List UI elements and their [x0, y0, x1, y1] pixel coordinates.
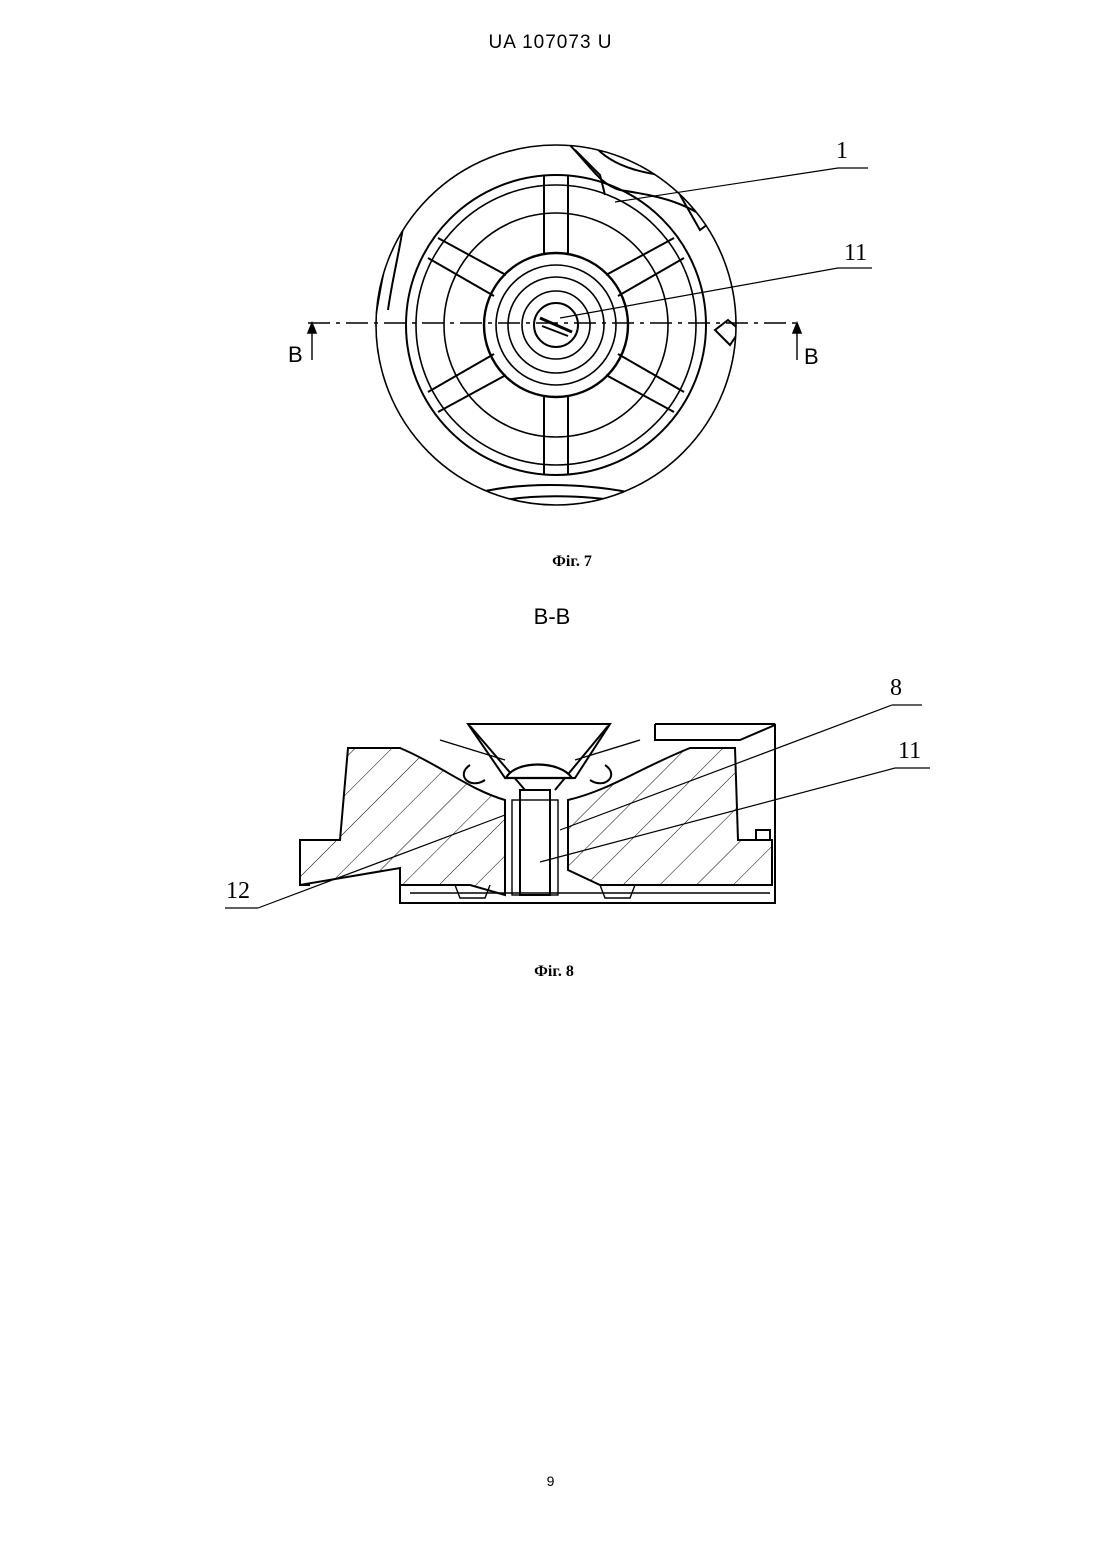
- figure-7-caption: Фіг. 7: [472, 553, 672, 571]
- leader-11: [560, 268, 838, 318]
- section-label-left: B: [288, 342, 303, 367]
- document-id: UA 107073 U: [0, 32, 1101, 54]
- shaft-section: [520, 790, 550, 895]
- ref-label-12: 12: [226, 878, 250, 904]
- figure-8-drawing: 8 11 12: [215, 670, 945, 920]
- body-right-section: [568, 748, 772, 885]
- figure-7-drawing: 1 11 B B: [260, 120, 900, 530]
- ref-label-11-section: 11: [898, 738, 921, 764]
- figure-8-section-title: B-B: [452, 604, 652, 630]
- ref-label-1: 1: [836, 138, 848, 164]
- figure-8-caption: Фіг. 8: [454, 963, 654, 981]
- ref-label-8: 8: [890, 675, 902, 701]
- body-left-section: [300, 748, 505, 895]
- ref-label-11: 11: [844, 240, 867, 266]
- page-number: 9: [0, 1473, 1101, 1489]
- section-label-right: B: [804, 344, 819, 369]
